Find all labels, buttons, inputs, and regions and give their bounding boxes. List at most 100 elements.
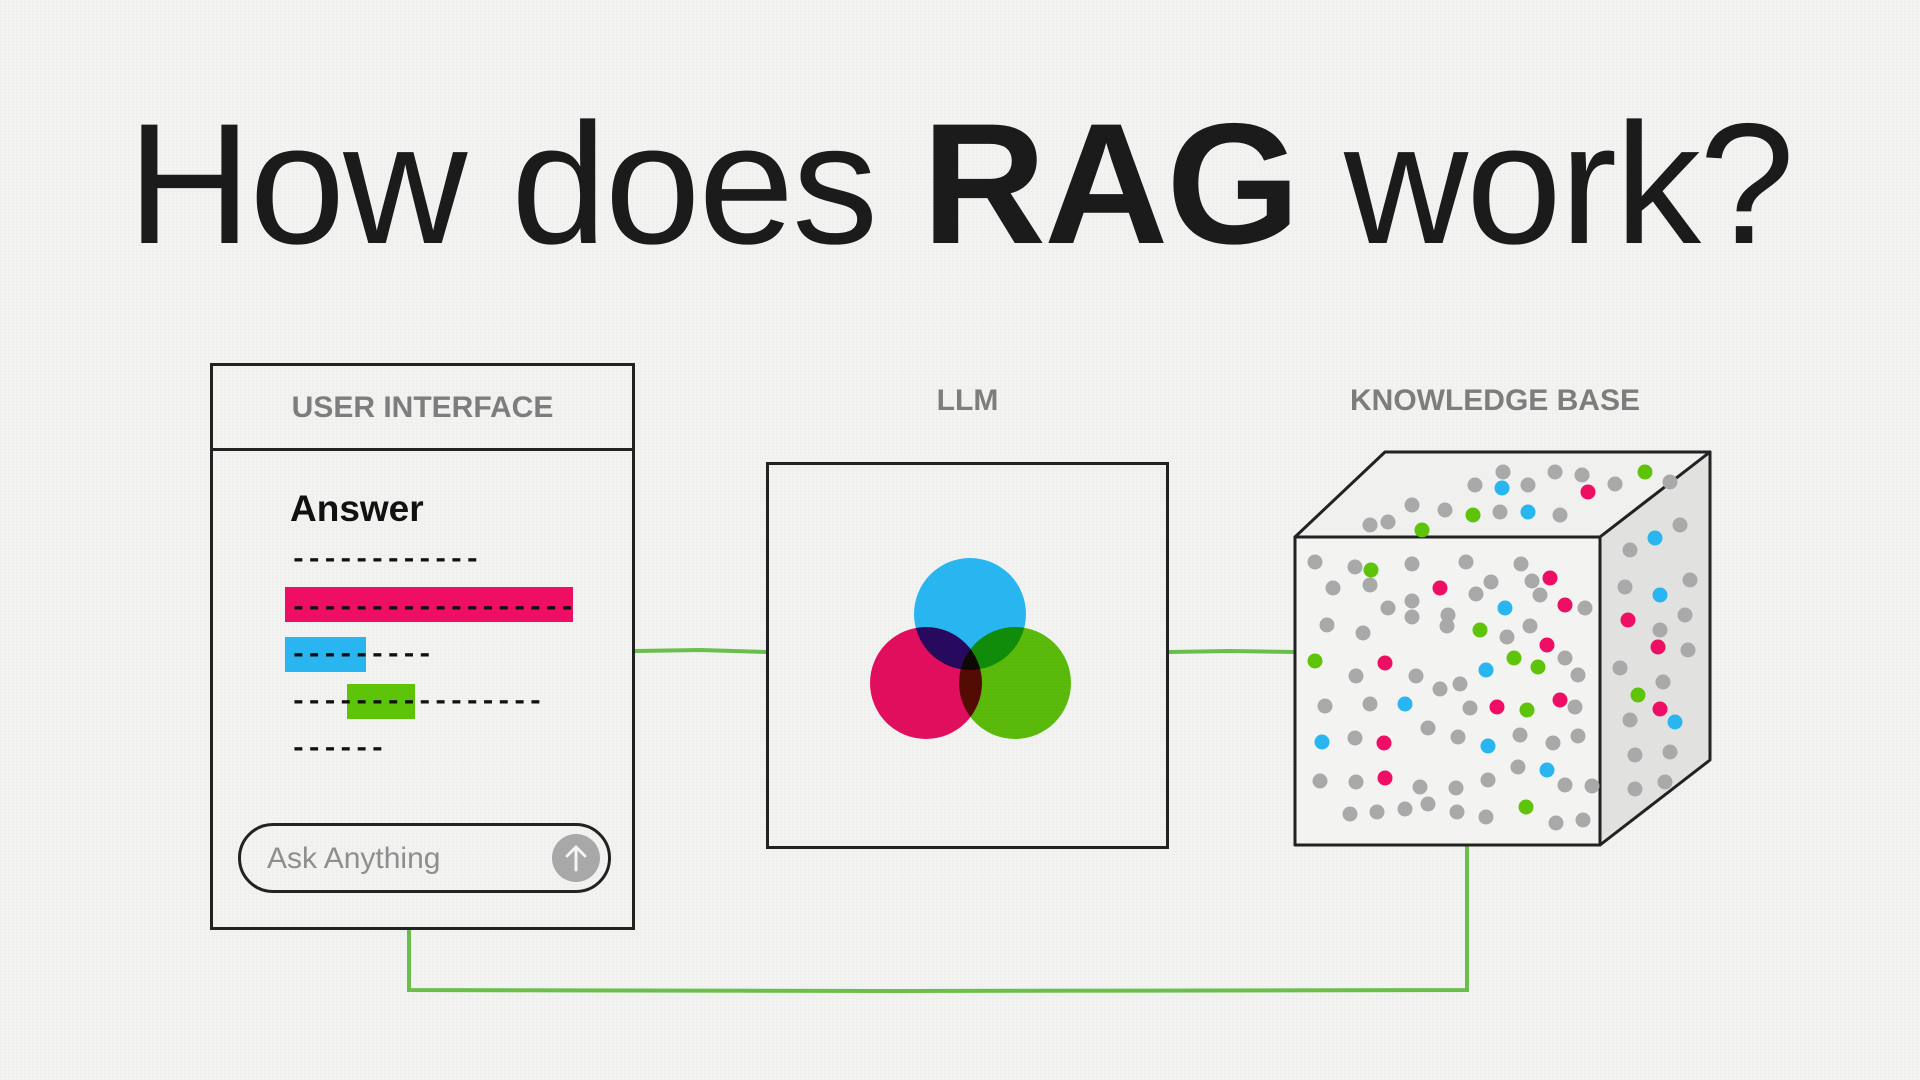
knowledge-dot <box>1317 698 1333 714</box>
title-part-1: How does <box>127 88 922 280</box>
knowledge-dot <box>1545 735 1561 751</box>
ask-input[interactable]: Ask Anything <box>238 823 611 893</box>
knowledge-dot <box>1667 714 1683 730</box>
knowledge-dot <box>1458 554 1474 570</box>
knowledge-dot <box>1519 702 1535 718</box>
knowledge-dot <box>1467 477 1483 493</box>
magenta-highlight <box>285 587 573 622</box>
knowledge-dot <box>1682 572 1698 588</box>
knowledge-dot <box>1530 659 1546 675</box>
knowledge-dot <box>1408 668 1424 684</box>
knowledge-dot <box>1542 570 1558 586</box>
knowledge-dot <box>1630 687 1646 703</box>
knowledge-dot <box>1620 612 1636 628</box>
knowledge-dot <box>1522 618 1538 634</box>
knowledge-dot <box>1647 530 1663 546</box>
knowledge-dot <box>1380 514 1396 530</box>
knowledge-dot <box>1312 773 1328 789</box>
venn-magenta-circle <box>870 627 982 739</box>
knowledge-dot <box>1622 542 1638 558</box>
knowledge-dot <box>1662 474 1678 490</box>
knowledge-dot <box>1468 586 1484 602</box>
knowledge-dot <box>1472 622 1488 638</box>
page-title: How does RAG work? <box>0 88 1920 280</box>
knowledge-dot <box>1652 701 1668 717</box>
knowledge-dot <box>1404 497 1420 513</box>
knowledge-dot <box>1520 477 1536 493</box>
knowledge-dot <box>1452 676 1468 692</box>
knowledge-dot <box>1439 618 1455 634</box>
knowledge-dot <box>1363 562 1379 578</box>
knowledge-dot <box>1547 464 1563 480</box>
knowledge-dot <box>1607 476 1623 492</box>
knowledge-dot <box>1432 681 1448 697</box>
knowledge-dot <box>1506 650 1522 666</box>
knowledge-dot <box>1552 507 1568 523</box>
knowledge-dot <box>1612 660 1628 676</box>
answer-line-3: --------- <box>290 640 433 671</box>
knowledge-dot <box>1342 806 1358 822</box>
knowledge-dot <box>1307 653 1323 669</box>
send-button[interactable] <box>552 834 600 882</box>
knowledge-dot <box>1499 629 1515 645</box>
knowledge-dot <box>1532 587 1548 603</box>
knowledge-dot <box>1627 747 1643 763</box>
title-part-2: work? <box>1298 88 1795 280</box>
knowledge-dot <box>1307 554 1323 570</box>
knowledge-dot <box>1677 607 1693 623</box>
knowledge-dot <box>1652 622 1668 638</box>
knowledge-dot <box>1557 597 1573 613</box>
knowledge-dot <box>1437 502 1453 518</box>
knowledge-dot <box>1397 696 1413 712</box>
knowledge-dot <box>1450 729 1466 745</box>
connector-llm-kb <box>1167 648 1297 654</box>
llm-label: LLM <box>936 384 999 417</box>
user-interface-label: USER INTERFACE <box>291 391 554 424</box>
knowledge-dot <box>1627 781 1643 797</box>
knowledge-dot <box>1478 662 1494 678</box>
knowledge-dot <box>1404 593 1420 609</box>
knowledge-base-label: KNOWLEDGE BASE <box>1349 384 1640 417</box>
knowledge-dot <box>1420 720 1436 736</box>
knowledge-dot <box>1369 804 1385 820</box>
knowledge-dot <box>1557 777 1573 793</box>
knowledge-base-cube <box>1293 450 1712 847</box>
knowledge-dot <box>1510 759 1526 775</box>
knowledge-dot <box>1483 574 1499 590</box>
knowledge-dot <box>1584 778 1600 794</box>
knowledge-dot <box>1570 728 1586 744</box>
knowledge-dot <box>1622 712 1638 728</box>
knowledge-dot <box>1567 699 1583 715</box>
knowledge-dot <box>1404 609 1420 625</box>
knowledge-dot <box>1377 655 1393 671</box>
knowledge-dot <box>1362 577 1378 593</box>
knowledge-dot <box>1617 579 1633 595</box>
answer-heading: Answer <box>290 488 424 529</box>
answer-line-2: ------------------ <box>290 593 575 624</box>
knowledge-dot <box>1449 804 1465 820</box>
knowledge-dot <box>1465 507 1481 523</box>
venn-green-circle <box>959 627 1071 739</box>
knowledge-dot <box>1580 484 1596 500</box>
llm-venn-diagram <box>870 558 1071 739</box>
knowledge-dot <box>1362 696 1378 712</box>
knowledge-dot <box>1377 770 1393 786</box>
knowledge-dot <box>1495 464 1511 480</box>
knowledge-dot <box>1520 504 1536 520</box>
knowledge-dot <box>1314 734 1330 750</box>
knowledge-dot <box>1404 556 1420 572</box>
title-bold: RAG <box>921 88 1300 280</box>
knowledge-dot <box>1575 812 1591 828</box>
knowledge-dot <box>1414 522 1430 538</box>
ask-input-placeholder: Ask Anything <box>267 842 441 875</box>
llm-panel <box>766 462 1169 849</box>
knowledge-dot <box>1480 772 1496 788</box>
knowledge-dot <box>1489 699 1505 715</box>
answer-line-5: ------ <box>290 734 386 765</box>
answer-line-4: ---------------- <box>290 687 544 718</box>
cyan-highlight <box>285 637 366 672</box>
green-highlight <box>347 684 415 719</box>
knowledge-dot <box>1637 464 1653 480</box>
knowledge-dot <box>1557 650 1573 666</box>
